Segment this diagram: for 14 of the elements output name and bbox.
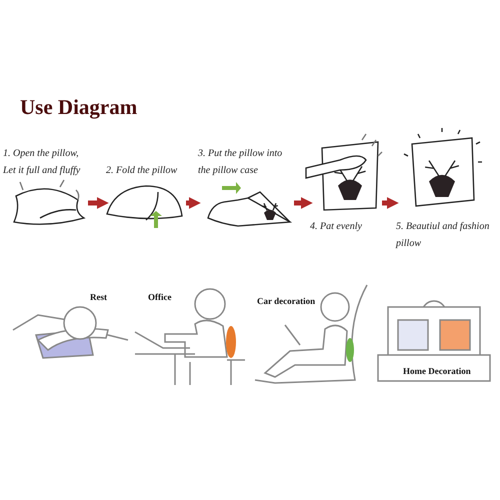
usage-label: Car decoration [257,296,316,306]
arrow [382,197,399,209]
usage-label: Home Decoration [403,366,471,376]
step-caption: 1. Open the pillow, Let it full and fluffy [3,147,82,178]
step-caption: 3. Put the pillow into the pillow case [198,147,284,178]
step-caption: 5. Beautiul and fashion pillow [396,220,490,251]
step-caption: 4. Pat evenly [310,220,363,234]
arrow [294,197,313,209]
step-caption: 2. Fold the pillow [106,164,178,178]
arrow [88,197,109,209]
arrow [186,197,201,209]
diagram-title: Use Diagram [20,95,138,120]
usage-label: Rest [90,292,107,302]
usage-label: Office [148,292,172,302]
